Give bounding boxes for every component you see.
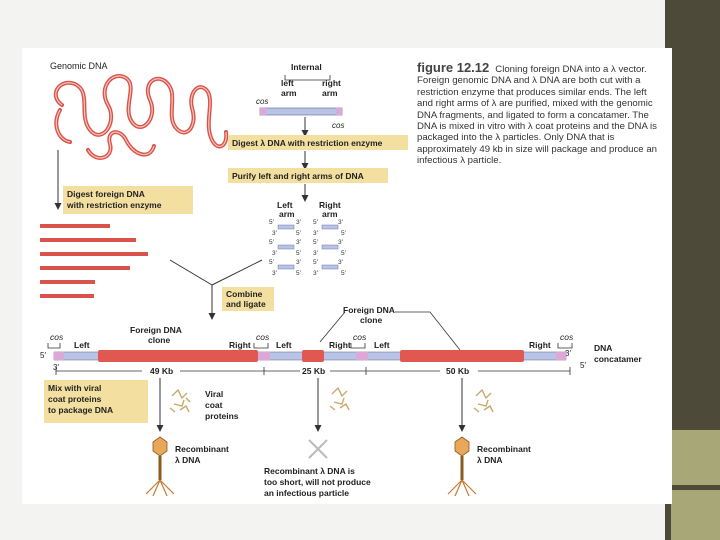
left-arm-top-label: left arm bbox=[281, 78, 297, 98]
no-particle-x-icon bbox=[308, 439, 328, 459]
svg-text:5′: 5′ bbox=[341, 230, 347, 237]
band-accent-1 bbox=[671, 430, 720, 485]
foreign-dna-segment-2 bbox=[302, 350, 324, 362]
svg-text:Right: Right bbox=[229, 340, 251, 350]
cos-brackets bbox=[47, 343, 573, 349]
lambda-phage-1 bbox=[145, 436, 175, 497]
digest-foreign-label: Digest foreign DNA with restriction enzy… bbox=[66, 189, 162, 210]
viral-coat-proteins-1 bbox=[169, 388, 191, 413]
svg-text:5′: 5′ bbox=[269, 219, 275, 226]
svg-text:5′: 5′ bbox=[296, 250, 302, 257]
svg-text:5′: 5′ bbox=[313, 219, 319, 226]
digest-lambda-box bbox=[228, 135, 408, 150]
purified-arms: 5′3′ 3′5′ 5′3′ 3′5′ 5′3′ 3′5′ 5′3′ 3′5′ … bbox=[269, 219, 347, 277]
svg-text:5′: 5′ bbox=[313, 239, 319, 246]
cos-site-top-left bbox=[260, 108, 266, 115]
svg-text:3′: 3′ bbox=[296, 219, 302, 226]
internal-label: Internal bbox=[291, 62, 322, 72]
svg-text:3′: 3′ bbox=[296, 259, 302, 266]
viral-coat-label: Viral coat proteins bbox=[205, 389, 239, 421]
svg-text:3′: 3′ bbox=[313, 270, 319, 277]
right-arm-label: Right arm bbox=[319, 200, 343, 219]
concatamer-labels: cos Left cos Right Left cos Right Left c… bbox=[50, 332, 574, 350]
svg-text:3′: 3′ bbox=[338, 259, 344, 266]
foreign-dna-segment-1 bbox=[98, 350, 258, 362]
svg-text:Right: Right bbox=[329, 340, 351, 350]
too-short-label: Recombinant λ DNA is too short, will not… bbox=[264, 466, 373, 498]
svg-text:3′: 3′ bbox=[272, 270, 278, 277]
dna-concatamer bbox=[53, 350, 567, 362]
viral-coat-proteins-2 bbox=[329, 386, 350, 411]
combine-box bbox=[222, 287, 274, 311]
recombinant-label-2: Recombinant λ DNA bbox=[477, 444, 533, 465]
svg-text:5′: 5′ bbox=[313, 259, 319, 266]
svg-text:cos: cos bbox=[256, 332, 270, 342]
digest-foreign-box bbox=[63, 186, 193, 214]
lambda-phage-2 bbox=[447, 436, 477, 497]
foreign-dna-segment-3 bbox=[400, 350, 524, 362]
svg-text:3′: 3′ bbox=[338, 219, 344, 226]
svg-text:5′: 5′ bbox=[296, 230, 302, 237]
combine-line-right bbox=[211, 259, 263, 286]
purify-arms-label: Purify left and right arms of DNA bbox=[232, 171, 364, 181]
svg-text:cos: cos bbox=[353, 332, 367, 342]
genomic-dna-squiggle bbox=[54, 74, 229, 160]
svg-text:Left: Left bbox=[74, 340, 90, 350]
svg-text:3′: 3′ bbox=[272, 230, 278, 237]
combine-label: Combine and ligate bbox=[226, 289, 266, 309]
digest-lambda-label: Digest λ DNA with restriction enzyme bbox=[232, 138, 383, 148]
viral-coat-proteins-3 bbox=[473, 388, 494, 413]
svg-text:Left: Left bbox=[374, 340, 390, 350]
foreign-clone-top-bracket bbox=[319, 311, 461, 351]
cos-site-top-right bbox=[336, 108, 342, 115]
size-ruler bbox=[55, 367, 571, 375]
svg-text:5′: 5′ bbox=[341, 250, 347, 257]
foreign-clone-top-label: Foreign DNA clone bbox=[343, 305, 397, 325]
svg-text:Right: Right bbox=[529, 340, 551, 350]
svg-text:cos: cos bbox=[50, 332, 64, 342]
mix-box bbox=[44, 380, 148, 423]
foreign-dna-fragments bbox=[40, 224, 148, 298]
foreign-clone-left-label: Foreign DNA clone bbox=[130, 325, 184, 345]
svg-text:3′: 3′ bbox=[338, 239, 344, 246]
decorative-side-band bbox=[665, 0, 720, 540]
genomic-dna-label: Genomic DNA bbox=[50, 61, 108, 71]
size-49kb: 49 Kb bbox=[150, 366, 173, 376]
svg-text:5′: 5′ bbox=[269, 259, 275, 266]
svg-text:5′: 5′ bbox=[269, 239, 275, 246]
band-accent-2 bbox=[671, 490, 720, 540]
svg-text:5′: 5′ bbox=[341, 270, 347, 277]
svg-text:3′: 3′ bbox=[296, 239, 302, 246]
purify-arms-box bbox=[228, 168, 388, 183]
internal-bracket bbox=[284, 75, 331, 81]
svg-text:cos: cos bbox=[560, 332, 574, 342]
svg-text:5′: 5′ bbox=[296, 270, 302, 277]
figure-number: figure 12.12 bbox=[417, 60, 490, 75]
three-prime-right: 3′ bbox=[565, 349, 571, 358]
recombinant-label-1: Recombinant λ DNA bbox=[175, 444, 231, 465]
combine-line-left bbox=[169, 259, 213, 286]
figure-caption-text: Cloning foreign DNA into a λ vector. For… bbox=[417, 64, 657, 167]
dna-concatamer-label: DNA concatamer bbox=[594, 343, 642, 364]
cos-right-top: cos bbox=[332, 121, 344, 130]
svg-text:3′: 3′ bbox=[272, 250, 278, 257]
lambda-dna-top bbox=[259, 107, 343, 116]
size-50kb: 50 Kb bbox=[446, 366, 469, 376]
left-arm-label: Left arm bbox=[277, 200, 295, 219]
svg-text:3′: 3′ bbox=[313, 230, 319, 237]
cos-left-top: cos bbox=[256, 97, 268, 106]
right-arm-top-label: right arm bbox=[322, 78, 343, 98]
five-prime-left: 5′ bbox=[40, 351, 46, 360]
figure-panel bbox=[22, 48, 672, 504]
five-prime-right: 5′ bbox=[580, 361, 586, 370]
size-25kb: 25 Kb bbox=[302, 366, 325, 376]
svg-text:Left: Left bbox=[276, 340, 292, 350]
mix-label: Mix with viral coat proteins to package … bbox=[48, 383, 113, 415]
svg-text:3′: 3′ bbox=[313, 250, 319, 257]
genomic-dna-highlight bbox=[55, 75, 227, 159]
